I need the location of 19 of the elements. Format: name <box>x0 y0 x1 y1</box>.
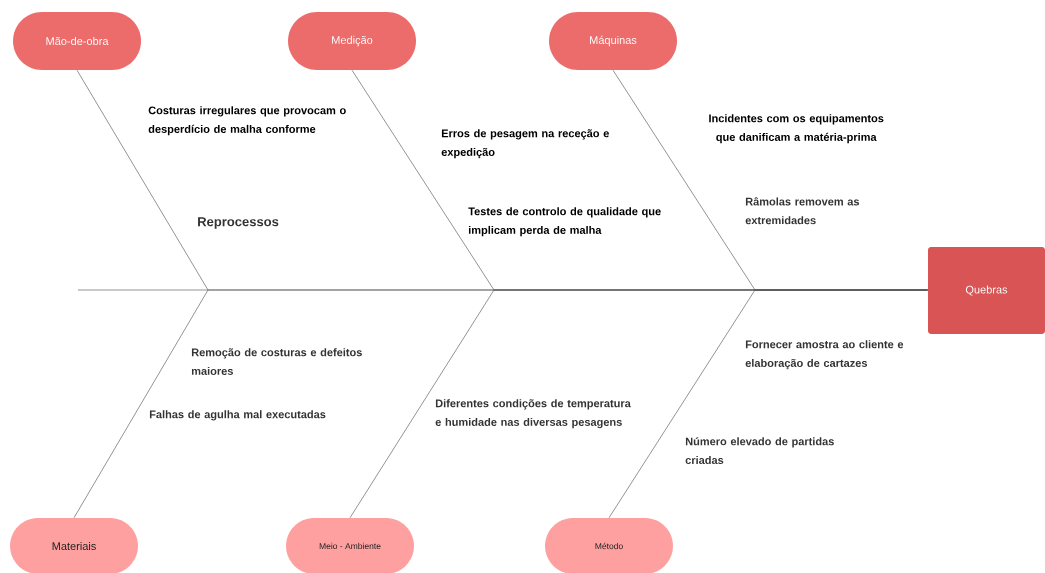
cause-text: Falhas de agulha mal executadas <box>149 410 326 421</box>
cause-text: Râmolas removem as extremidades <box>745 197 860 225</box>
category-pill: Meio - Ambiente <box>286 518 414 573</box>
category-pill: Mão-de-obra <box>13 12 141 70</box>
cause-text: Diferentes condições de temperatura e humidade nas diversas pesagens <box>435 399 631 429</box>
category-pill: Método <box>545 518 673 573</box>
category-pill: Materiais <box>10 518 138 573</box>
cause-text: Costuras irregulares que provocam o desperdício de malha conforme <box>148 106 346 136</box>
category-pill: Máquinas <box>549 12 677 70</box>
fishbone-line <box>608 289 929 519</box>
cause-text: Número elevado de partidas criadas <box>685 437 834 465</box>
cause-text: Remoção de costuras e defeitos maiores <box>191 348 362 375</box>
category-pill: Medição <box>288 12 416 70</box>
cause-text: Fornecer amostra ao cliente e elaboração de cartazes <box>745 340 904 370</box>
cause-text: Reprocessos <box>198 217 279 229</box>
effect-box: Quebras <box>928 247 1045 334</box>
cause-text: Erros de pesagem na receção e expedição <box>441 129 609 159</box>
cause-text: Testes de controlo de qualidade que implicam perda de malha <box>468 207 661 237</box>
cause-text: Incidentes com os equipamentos que danificam a matéria-prima <box>709 114 884 144</box>
